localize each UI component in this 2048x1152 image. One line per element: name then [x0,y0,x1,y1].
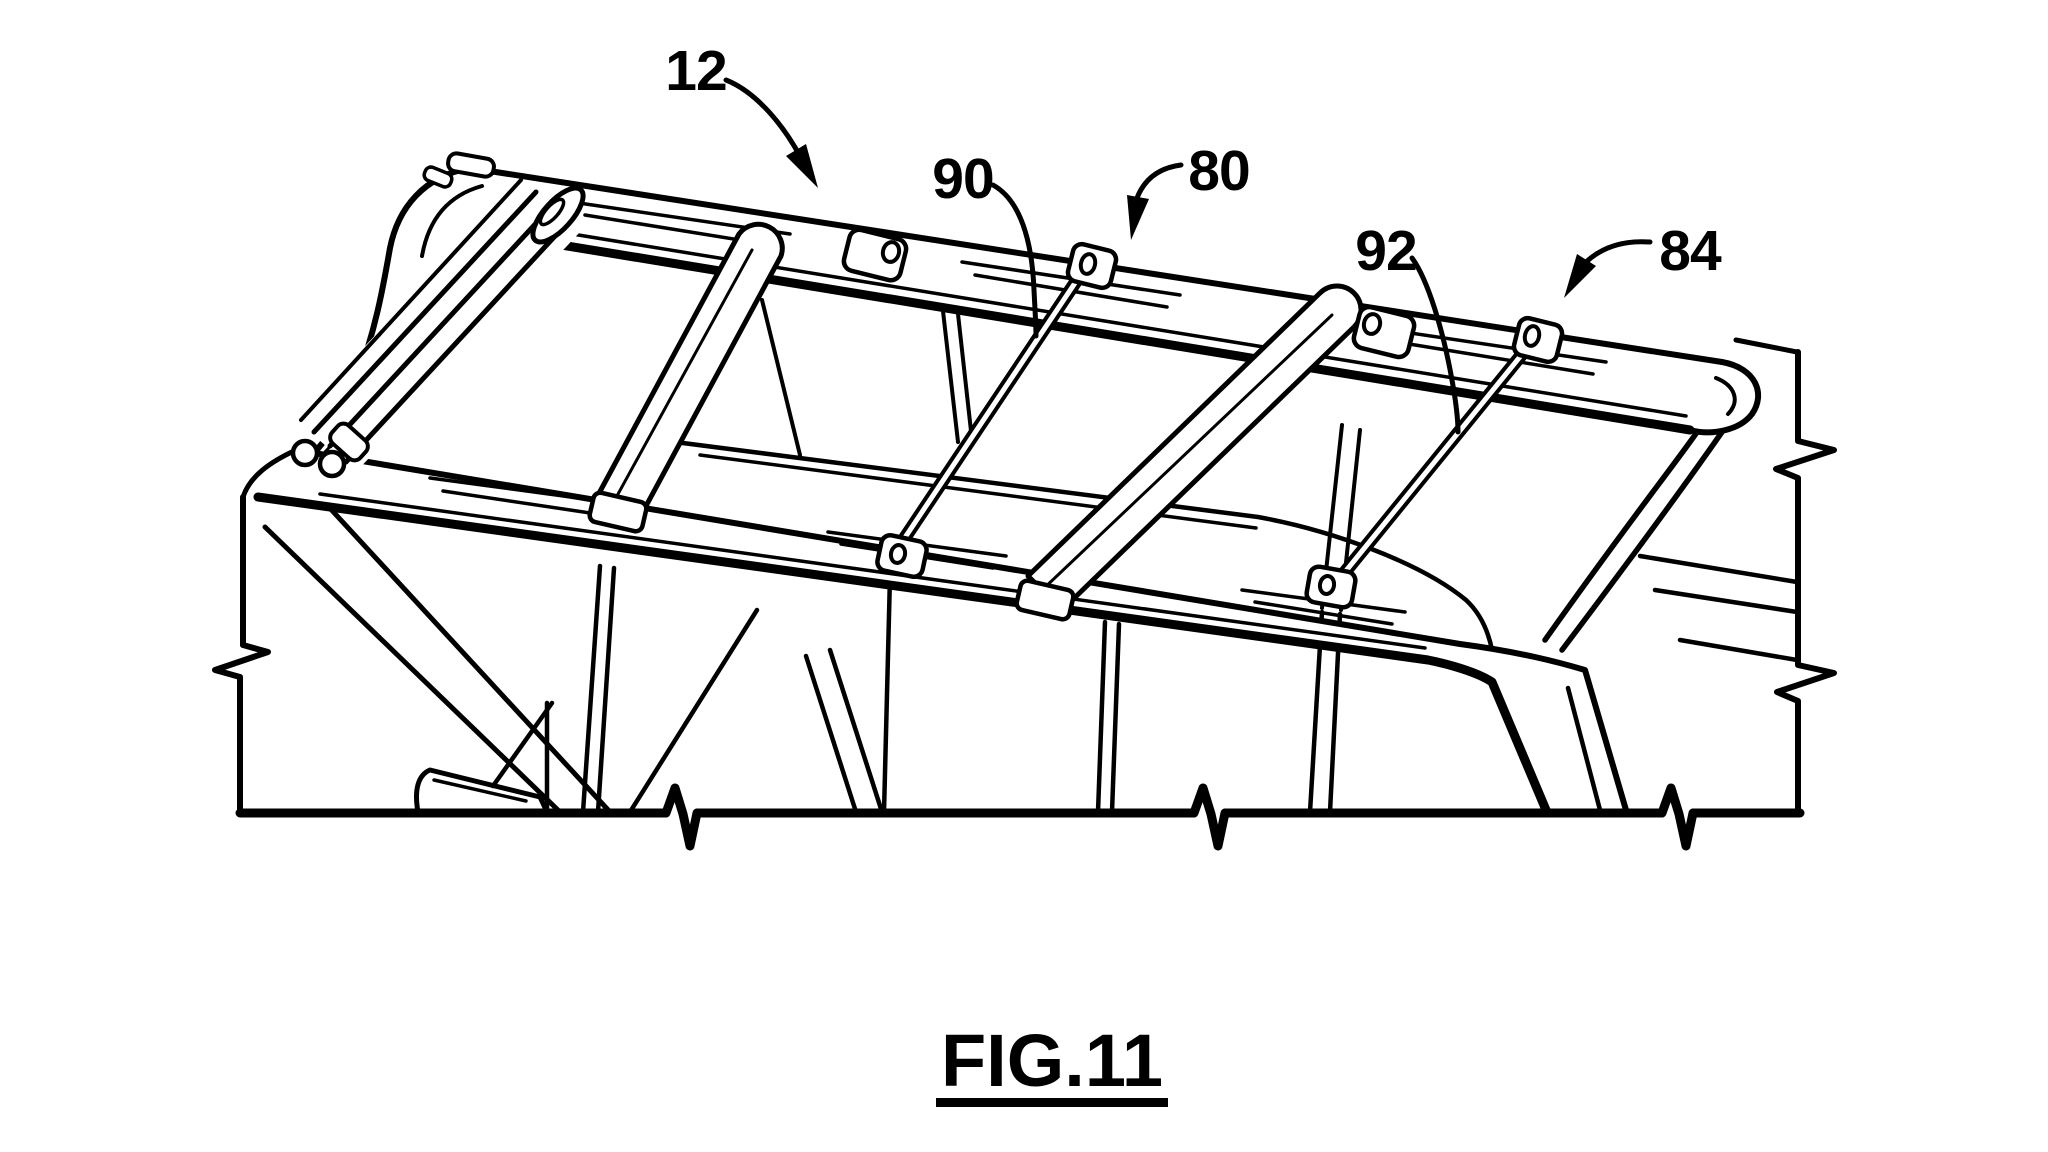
arrowhead-84 [1564,254,1596,298]
caption-underline [936,1098,1168,1107]
belt-line [1637,553,1800,585]
ref-numeral-80: 80 [1188,139,1249,203]
ref-numeral-90: 90 [932,147,993,211]
background-structure [262,283,1800,815]
left-break-edge [212,494,271,813]
leader-line-92 [1409,255,1461,435]
bow-foot-bracket [587,490,649,534]
front-roof-rail [240,447,1629,815]
leader-line-90 [990,182,1039,339]
rail-bracket [1351,304,1417,360]
break-lines [212,349,1837,851]
reference-numerals: 12 90 80 92 84 [665,39,1723,283]
cross-bow-2 [1014,283,1417,622]
caption-text: FIG.11 [941,1019,1163,1102]
rod-bottom-bracket [875,533,929,579]
support-rod-90 [875,241,1119,579]
seat-wedge [414,767,550,815]
roller-shade-assembly [290,151,586,479]
ref-numeral-84: 84 [1659,219,1722,283]
rod-top-bracket [1065,241,1119,291]
leader-arrow-80 [1134,162,1184,201]
right-break-edge [1773,349,1837,814]
far-roof-rail-line [641,435,1495,653]
right-cant-rail [1542,425,1725,653]
roller-pin [317,449,347,479]
ref-numeral-12: 12 [665,39,726,103]
rail-end-cap [1687,359,1762,436]
leader-arrow-84 [1581,239,1653,267]
support-rod-92 [1304,315,1565,610]
figure-caption: FIG.11 [936,1019,1168,1107]
ref-numeral-92: 92 [1355,219,1416,283]
bow-foot-bracket [1014,578,1076,622]
rod-bottom-bracket [1304,564,1358,610]
cross-bow-1 [587,221,909,534]
leaders [723,77,1653,435]
arrowhead-12 [786,144,818,188]
bottom-break-edge [235,783,1805,851]
arrowhead-80 [1127,195,1149,240]
roller-pin [290,438,320,468]
